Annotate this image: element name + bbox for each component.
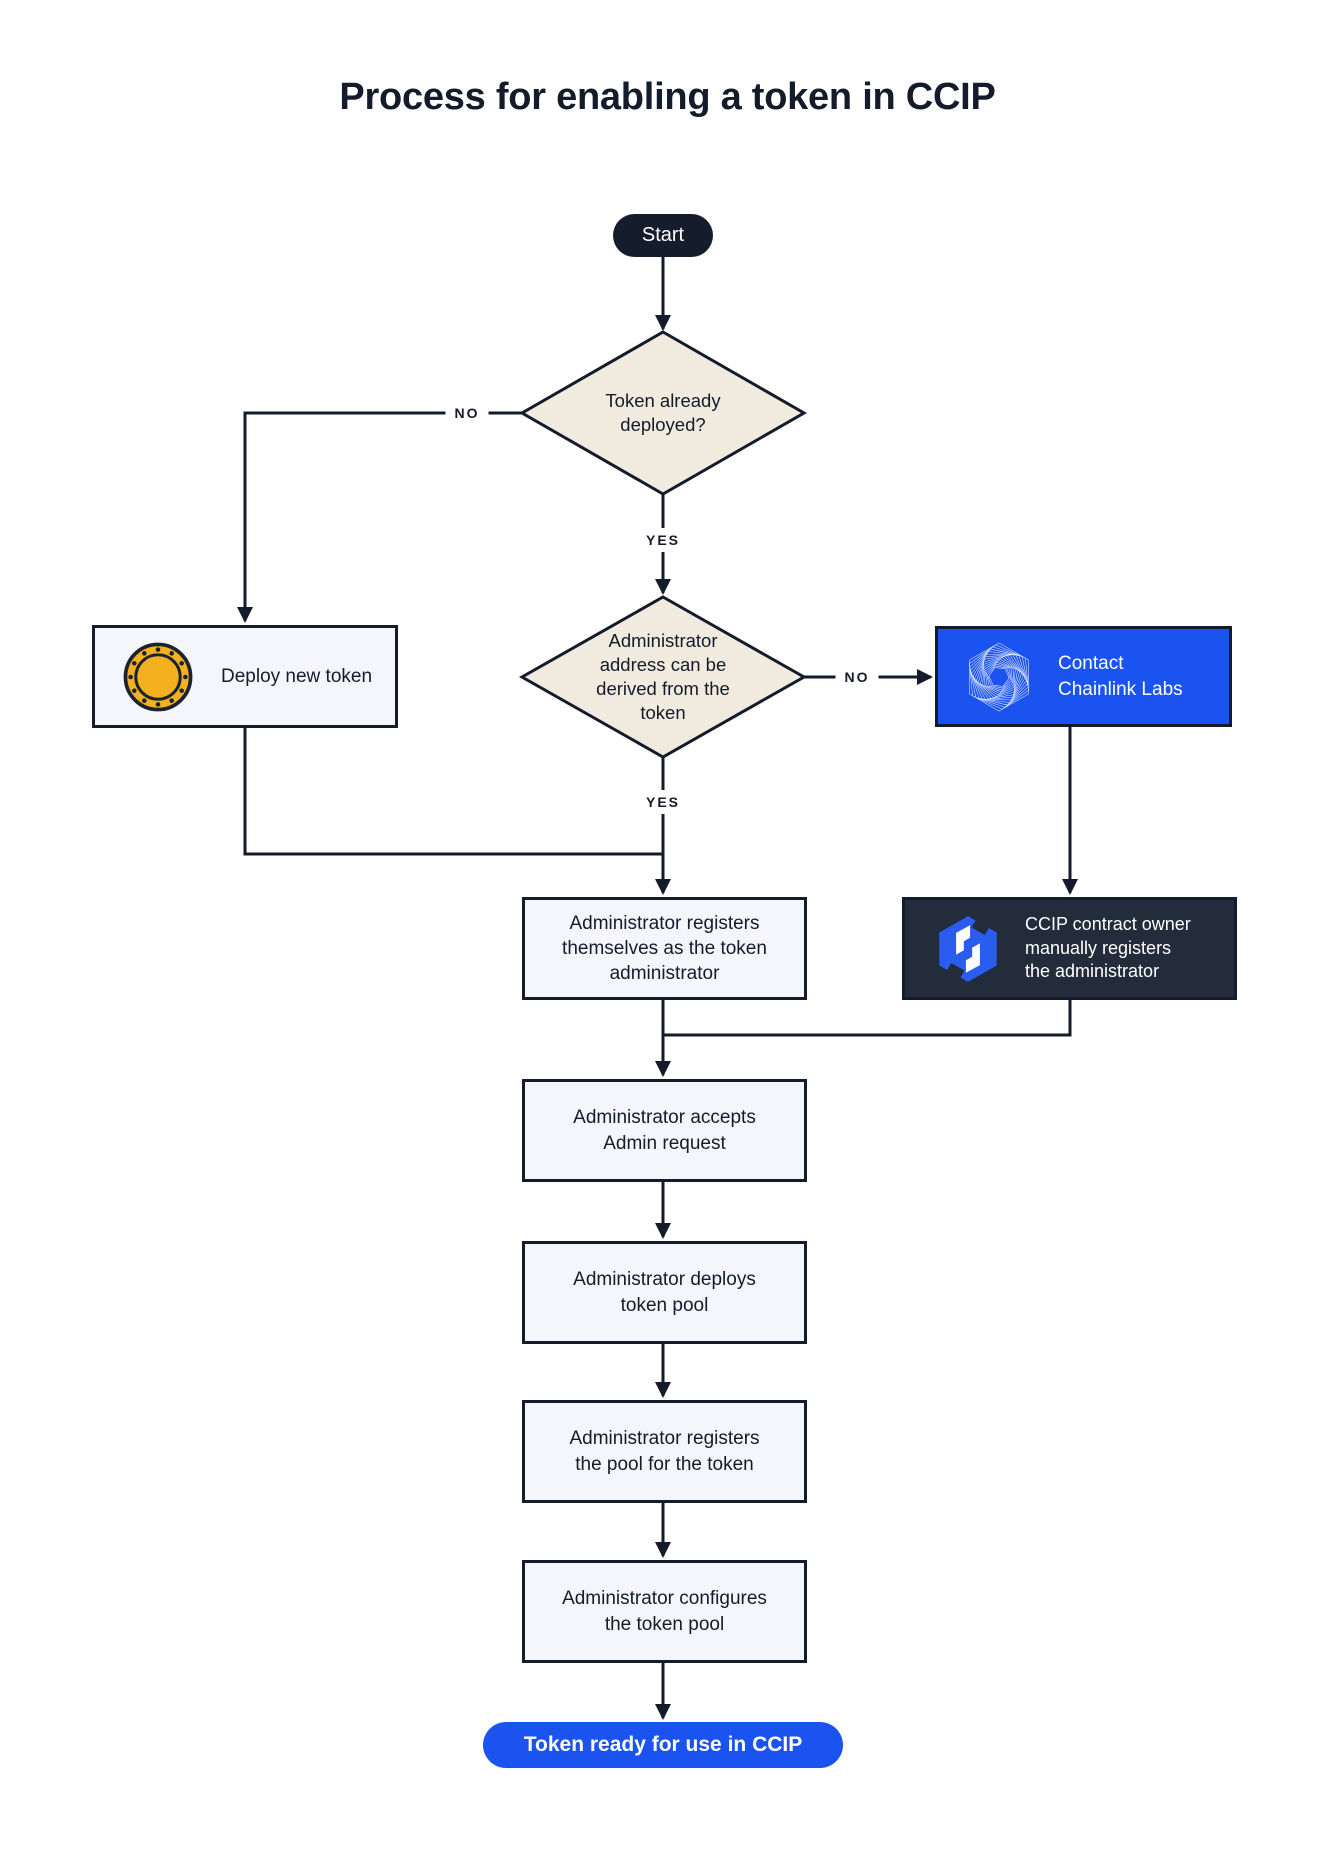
register-pool-node: Administrator registers the pool for the… <box>522 1400 807 1503</box>
edge-label-yes-1: YES <box>636 528 690 552</box>
accept-request-label: Administrator accepts Admin request <box>573 1107 756 1154</box>
edge-deploy-merge <box>243 728 663 856</box>
configure-pool-node: Administrator configures the token pool <box>522 1560 807 1663</box>
decision-token-deployed-label: Token already deployed? <box>605 389 721 435</box>
register-pool-label: Administrator registers the pool for the… <box>569 1428 760 1475</box>
edge-label-no-2: NO <box>835 665 879 689</box>
end-label: Token ready for use in CCIP <box>523 1733 803 1756</box>
chainlink-logo-icon <box>962 640 1036 714</box>
edge-label-no-1: NO <box>445 401 489 425</box>
configure-pool-label: Administrator configures the token pool <box>562 1588 767 1635</box>
deploy-new-token-label: Deploy new token <box>221 665 373 687</box>
edge-label-yes-2: YES <box>636 790 690 814</box>
accept-request-node: Administrator accepts Admin request <box>522 1079 807 1182</box>
start-node: Start <box>613 214 713 257</box>
decision-admin-address-label: Administrator address can be derived fro… <box>596 629 730 724</box>
edge-ccip-owner-merge <box>663 1000 1072 1037</box>
start-label: Start <box>641 224 685 246</box>
decision-token-deployed-shape <box>518 330 808 496</box>
ccip-owner-registers-node: CCIP contract owner manually registers t… <box>902 897 1237 1000</box>
contact-chainlink-node: Contact Chainlink Labs <box>935 626 1232 727</box>
end-node: Token ready for use in CCIP <box>483 1722 843 1768</box>
page-title: Process for enabling a token in CCIP <box>339 76 996 118</box>
edge-decision1-no <box>237 411 522 623</box>
deploy-new-token-node: Deploy new token <box>92 625 398 728</box>
coin-icon <box>121 640 195 714</box>
decision-admin-address-shape <box>518 595 808 759</box>
ccip-owner-registers-label: CCIP contract owner manually registers t… <box>1025 913 1191 982</box>
deploy-pool-node: Administrator deploys token pool <box>522 1241 807 1344</box>
register-self-label: Administrator registers themselves as th… <box>562 912 767 985</box>
contact-chainlink-label: Contact Chainlink Labs <box>1058 653 1183 700</box>
deploy-pool-label: Administrator deploys token pool <box>573 1269 756 1316</box>
register-self-node: Administrator registers themselves as th… <box>522 897 807 1000</box>
ccip-logo-icon <box>933 913 1003 984</box>
